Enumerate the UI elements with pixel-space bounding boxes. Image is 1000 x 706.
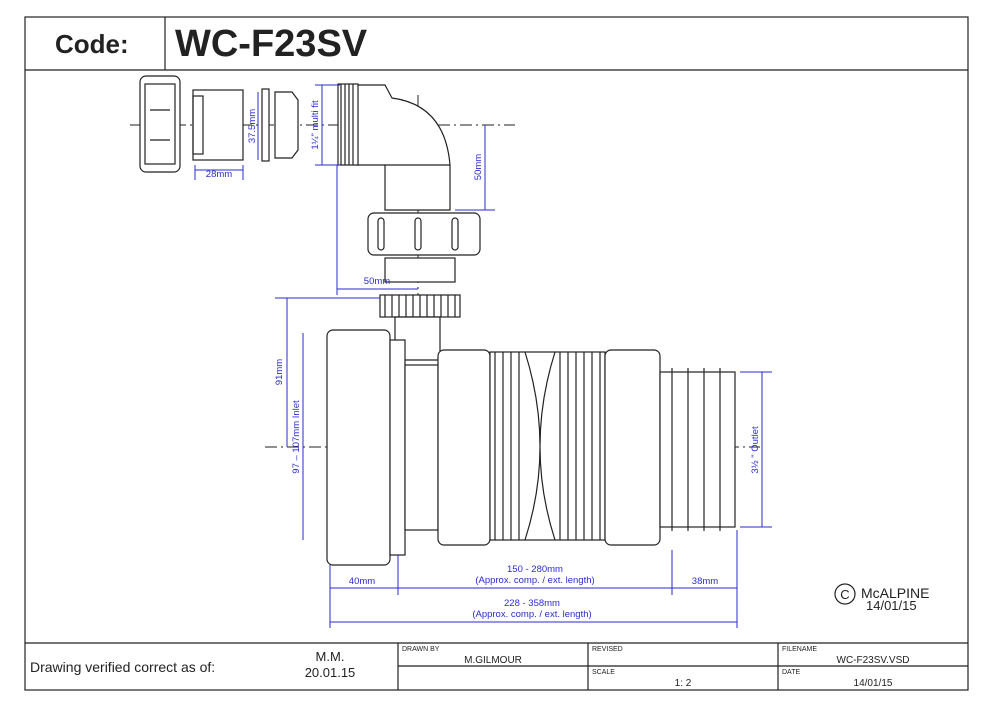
d-150-text: 150 - 280mm	[507, 564, 563, 575]
revised-label-text: REVISED	[592, 646, 623, 653]
drawing-border	[24, 16, 969, 691]
verified-date-text: 20.01.15	[305, 665, 356, 680]
d-28-text: 28mm	[206, 169, 232, 180]
d-150-note-text: (Approx. comp. / ext. length)	[475, 575, 594, 586]
d-multi-text: 1¼" multi fit	[310, 100, 321, 150]
filename-label-text: FILENAME	[782, 646, 817, 653]
d-50h-text: 50mm	[364, 276, 390, 287]
date-text: 14/01/15	[854, 678, 893, 689]
d-228-note-text: (Approx. comp. / ext. length)	[472, 609, 591, 620]
symbol-text: C	[840, 587, 849, 602]
date-text: 14/01/15	[866, 598, 917, 613]
d-inlet-text: 97 – 107mm Inlet	[291, 400, 302, 474]
verified-by-text: M.M.	[316, 649, 345, 664]
washer	[261, 88, 299, 162]
filename-text: WC-F23SV.VSD	[837, 655, 910, 666]
d-37-5-text: 37.5mm	[247, 109, 258, 143]
drawn-by-label-text: DRAWN BY	[402, 646, 440, 653]
d-40-text: 40mm	[349, 576, 375, 587]
drawn-by-text: M.GILMOUR	[464, 655, 522, 666]
d-outlet-text: 3½ " Outlet	[750, 426, 761, 474]
pan-connector-body	[326, 294, 736, 566]
title-block: Drawing verified correct as of: M.M. 20.…	[25, 642, 968, 690]
code-label: Code:	[55, 29, 129, 59]
copyright-mark: C McALPINE 14/01/15	[834, 583, 929, 613]
d-38-text: 38mm	[692, 576, 718, 587]
insert	[192, 89, 244, 161]
date-label-text: DATE	[782, 669, 800, 676]
code-value: WC-F23SV	[175, 23, 368, 65]
brand-text: McALPINE	[861, 585, 929, 601]
scale-text: 1: 2	[675, 678, 692, 689]
compression-nut	[139, 75, 181, 173]
d-228-text: 228 - 358mm	[504, 598, 560, 609]
d-50v-text: 50mm	[473, 154, 484, 180]
d-91-text: 91mm	[274, 359, 285, 385]
elbow-fitting	[337, 83, 481, 283]
scale-label-text: SCALE	[592, 669, 615, 676]
verified-label-text: Drawing verified correct as of:	[30, 659, 215, 675]
dimensions: 37.5mm 28mm 1¼" multi fit 50mm 50mm 91mm…	[194, 84, 772, 628]
